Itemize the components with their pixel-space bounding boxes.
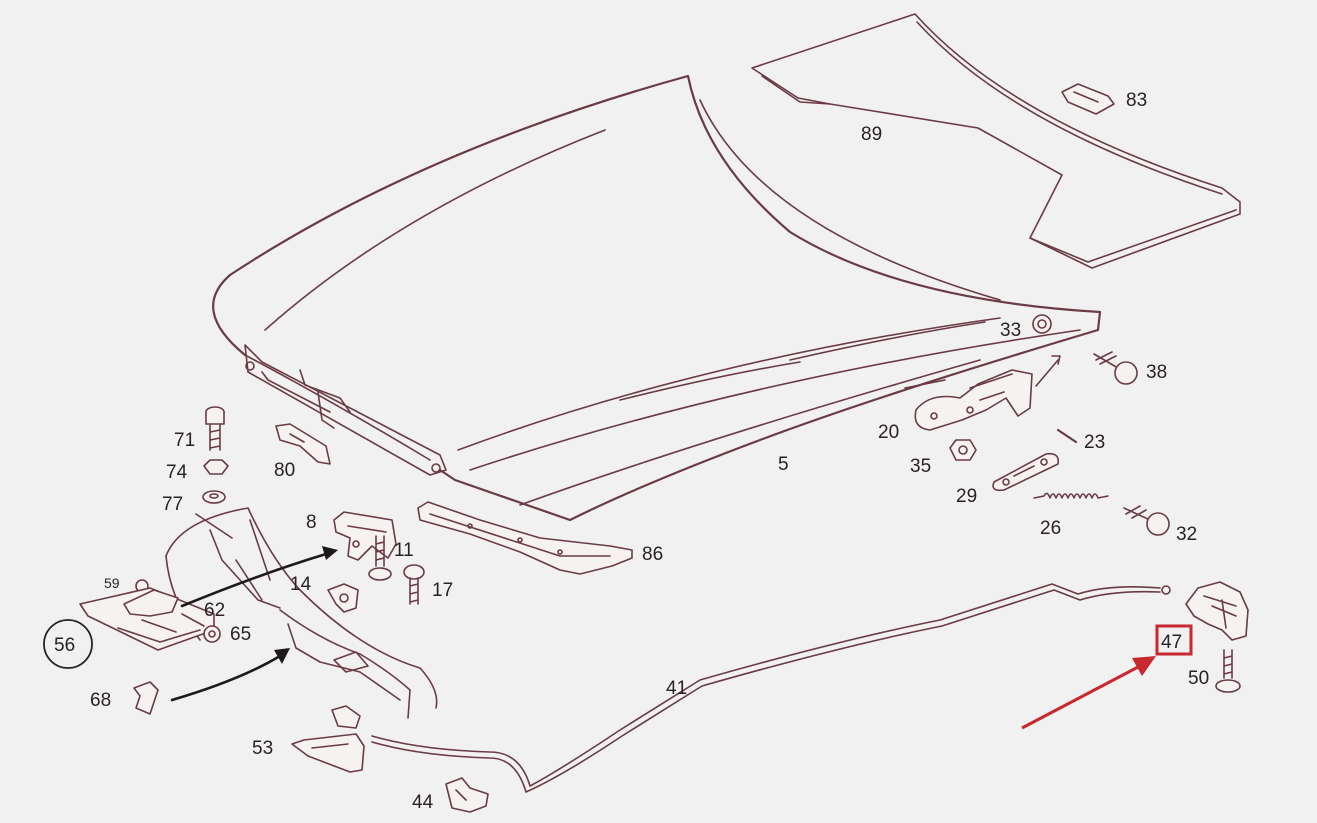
bolt-38-drawing (1093, 351, 1138, 385)
label-89[interactable]: 89 (861, 124, 882, 145)
label-86[interactable]: 86 (642, 544, 663, 565)
arrowhead-icon (322, 546, 338, 560)
label-8[interactable]: 8 (306, 512, 317, 533)
label-80[interactable]: 80 (274, 460, 295, 481)
label-77[interactable]: 77 (162, 494, 183, 515)
label-14[interactable]: 14 (290, 574, 312, 595)
hinge-assembly-20 (914, 355, 1061, 431)
hood-panel (212, 74, 1102, 522)
bolt-nut-washer-stack (202, 406, 229, 504)
label-50[interactable]: 50 (1188, 668, 1209, 689)
label-83[interactable]: 83 (1126, 90, 1147, 111)
grommet-33-drawing (1032, 314, 1052, 334)
bracket-53-drawing (291, 705, 365, 773)
label-65[interactable]: 65 (230, 624, 251, 645)
spring-26-drawing (1033, 492, 1109, 499)
label-53[interactable]: 53 (252, 738, 273, 759)
seal-strip-86 (417, 501, 633, 575)
bolt-50-drawing (1215, 649, 1241, 693)
latch-bracket-8 (333, 511, 397, 561)
label-62[interactable]: 62 (204, 600, 225, 621)
clip-83-drawing (1061, 83, 1115, 115)
arrowhead-icon (274, 648, 290, 664)
part-14-drawing (327, 583, 359, 613)
label-74[interactable]: 74 (166, 462, 188, 483)
label-33[interactable]: 33 (1000, 320, 1021, 341)
label-59[interactable]: 59 (104, 575, 120, 591)
release-cable-41 (371, 583, 1171, 793)
label-23[interactable]: 23 (1084, 432, 1105, 453)
pin-23-drawing (1056, 428, 1078, 444)
bracket-80-drawing (275, 423, 331, 465)
part-56-circle (43, 619, 93, 669)
label-29[interactable]: 29 (956, 486, 977, 507)
label-35[interactable]: 35 (910, 456, 931, 477)
hood-lock-47-drawing (1185, 581, 1249, 641)
bolt-11-drawing (368, 535, 392, 581)
highlight-callout (1021, 624, 1193, 730)
label-26[interactable]: 26 (1040, 518, 1061, 539)
fender-body-section (165, 507, 438, 719)
nut-35-drawing (949, 439, 977, 461)
lever-29-drawing (992, 452, 1060, 492)
label-41[interactable]: 41 (666, 678, 687, 699)
label-11[interactable]: 11 (394, 540, 414, 561)
assembly-arrows (170, 546, 338, 702)
label-56[interactable]: 56 (54, 635, 75, 656)
label-20[interactable]: 20 (878, 422, 899, 443)
label-5[interactable]: 5 (778, 454, 789, 475)
highlight-box (1155, 624, 1193, 656)
hood-insulation-pad (751, 13, 1241, 269)
part-labels: 89 83 33 38 20 23 5 35 29 26 32 71 80 74… (54, 90, 1209, 813)
label-47[interactable]: 47 (1161, 632, 1182, 653)
bolt-17-drawing (403, 564, 425, 605)
clip-68-drawing (133, 681, 159, 715)
label-38[interactable]: 38 (1146, 362, 1167, 383)
label-32[interactable]: 32 (1176, 524, 1197, 545)
release-handle-56-drawing (79, 587, 215, 651)
pin-62-nut-65-drawing (181, 613, 221, 643)
label-44[interactable]: 44 (412, 792, 434, 813)
bolt-32-drawing (1123, 505, 1170, 536)
clip-44-drawing (445, 777, 489, 813)
label-68[interactable]: 68 (90, 690, 111, 711)
label-71[interactable]: 71 (174, 430, 195, 451)
arrowhead-icon (1132, 656, 1156, 676)
label-17[interactable]: 17 (432, 580, 453, 601)
